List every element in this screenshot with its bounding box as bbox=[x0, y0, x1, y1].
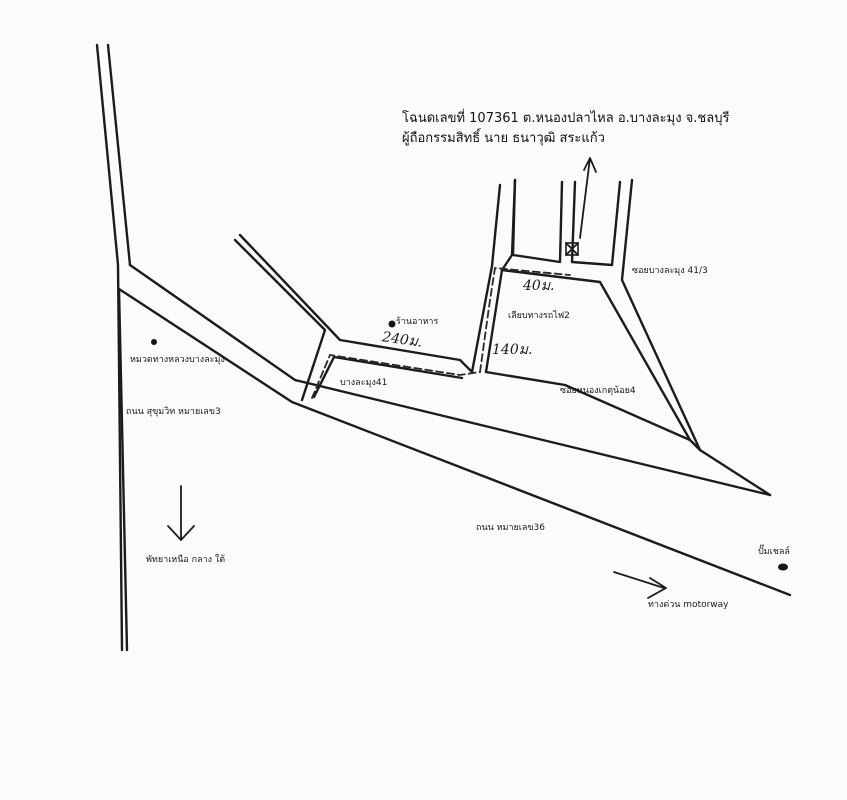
parcel-marker-cross bbox=[565, 242, 579, 256]
sukhumvit-road-label: ถนน สุขุมวิท หมายเลข3 bbox=[126, 407, 221, 417]
road-36-south-edge bbox=[117, 287, 792, 597]
soi-41-lower-edge bbox=[312, 355, 464, 399]
restaurant-dot bbox=[388, 320, 396, 328]
deed-line: โฉนดเลขที่ 107361 ต.หนองปลาไหล อ.บางละมุ… bbox=[402, 111, 730, 126]
upper-road-mid bbox=[570, 180, 622, 267]
restaurant-label: ร้านอาหาร bbox=[396, 317, 439, 327]
direction-south-label: พัทยาเหนือ กลาง ใต้ bbox=[146, 555, 226, 565]
soi-nong-kae-noi-edge bbox=[484, 370, 692, 442]
police-box-label: หมวดทางหลวงบางละมุง bbox=[130, 355, 225, 365]
soi-nong-kae-noi-label: ซอยหนองเกตุน้อย4 bbox=[560, 386, 636, 396]
motorway-arrow bbox=[613, 571, 667, 599]
owner-line: ผู้ถือกรรมสิทธิ์ นาย ธนาวุฒิ สระแก้ว bbox=[402, 131, 605, 147]
road-36-label: ถนน หมายเลข36 bbox=[476, 523, 546, 533]
route-dashed-2 bbox=[479, 267, 571, 373]
soi-41-label: บางละมุง41 bbox=[340, 378, 388, 388]
sukhumvit-road bbox=[95, 43, 124, 652]
soi-41-3-label: ซอยบางละมุง 41/3 bbox=[632, 266, 708, 276]
soi-41-west-edge bbox=[233, 238, 327, 402]
road-36-east-connector bbox=[698, 448, 772, 497]
route-dashed bbox=[311, 354, 481, 399]
distance-second-leg: 140ม. bbox=[492, 342, 533, 358]
gas-station-label: ปั๊มเชลล์ bbox=[758, 547, 790, 557]
upper-road-right bbox=[620, 178, 702, 452]
gas-station-dot bbox=[778, 563, 788, 571]
railway-road-label: เลียบทางรถไฟ2 bbox=[508, 311, 570, 321]
sukhumvit-road-east-edge bbox=[106, 43, 132, 267]
police-box-dot bbox=[151, 339, 157, 345]
distance-third-leg: 40ม. bbox=[523, 278, 555, 294]
deed-title: โฉนดเลขที่ 107361 ต.หนองปลาไหล อ.บางละมุ… bbox=[402, 109, 729, 149]
soi-41-east-edge bbox=[238, 233, 474, 374]
railway-road-west-edge bbox=[470, 183, 502, 374]
north-arrow bbox=[579, 157, 597, 239]
soi-41-3-edge bbox=[500, 268, 702, 452]
road-36-north-edge bbox=[128, 263, 772, 497]
south-arrow bbox=[167, 485, 195, 541]
motorway-label: ทางด่วน motorway bbox=[648, 600, 729, 610]
upper-road-left bbox=[511, 178, 564, 264]
sukhumvit-junction-edge bbox=[117, 287, 129, 652]
parcel-marker bbox=[565, 242, 579, 256]
